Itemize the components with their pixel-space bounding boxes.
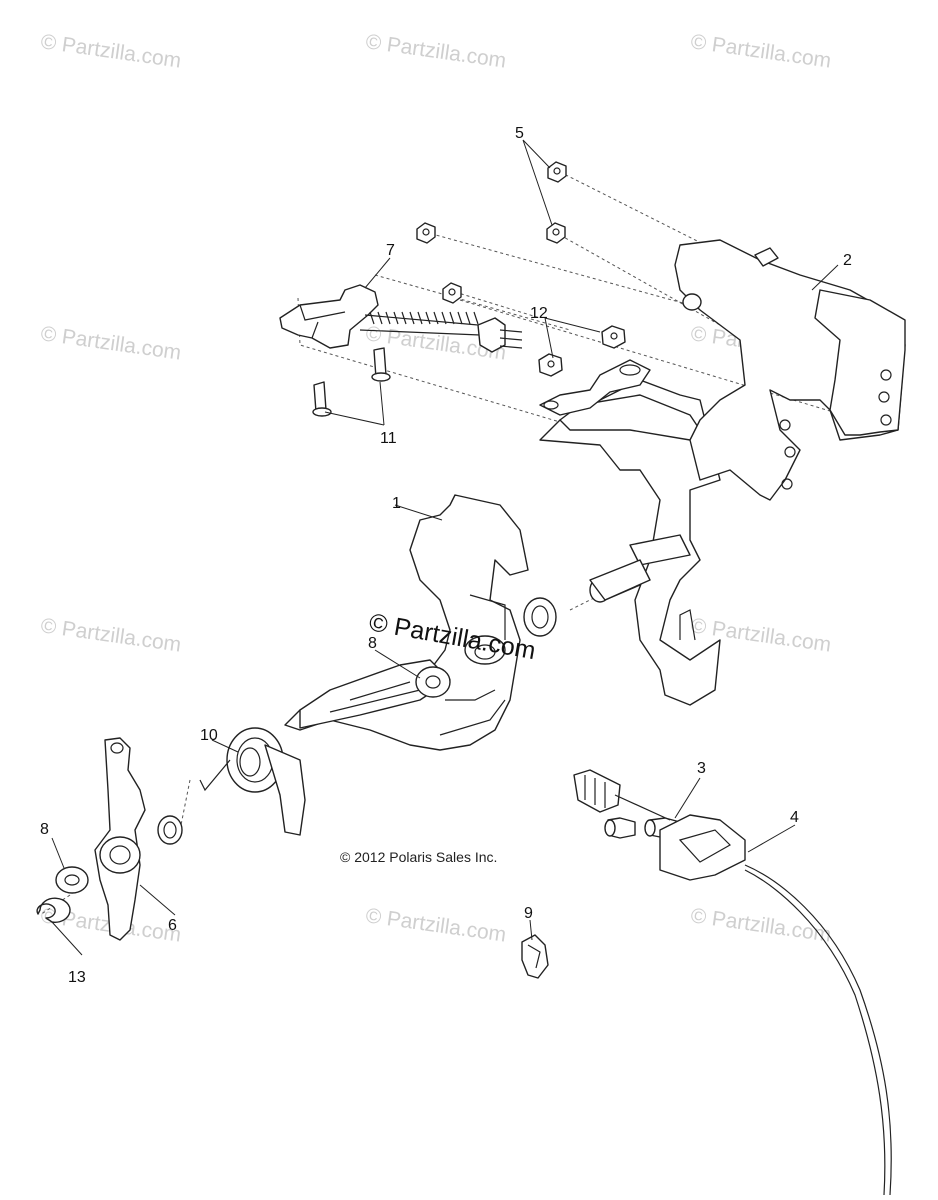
spring-part-10 [199, 727, 306, 836]
callout-9: 9 [524, 905, 533, 922]
lever-part-6 [94, 737, 146, 941]
flange-nut-part-12 [538, 325, 626, 377]
leader-lines [51, 139, 839, 956]
watermark-text: © Partzilla.com [364, 904, 507, 946]
spring-coil [369, 311, 479, 325]
copyright-text: © 2012 Polaris Sales Inc. [340, 849, 497, 865]
callout-4: 4 [790, 809, 799, 826]
callout-6: 6 [168, 917, 177, 934]
callout-3: 3 [697, 760, 706, 777]
callout-5: 5 [515, 125, 524, 142]
watermark-text: © Partzilla.com [39, 322, 182, 364]
callout-7: 7 [386, 242, 395, 259]
nut-part-5 [416, 161, 567, 304]
watermark-text: © Partzilla.com [39, 614, 182, 656]
callout-2: 2 [843, 252, 852, 269]
clip-part-9 [521, 934, 549, 979]
watermarks: © Partzilla.com © Partzilla.com © Partzi… [39, 30, 832, 946]
pin-part-11 [312, 347, 391, 417]
bracket-part-2 [539, 239, 906, 706]
pedal-part-1 [284, 494, 529, 751]
watermark-text: © Partzilla.com [689, 904, 832, 946]
watermark-text: © Partzilla.com [364, 30, 507, 72]
bushing [523, 559, 651, 637]
callout-8-upper: 8 [368, 635, 377, 652]
callout-12: 12 [530, 305, 548, 322]
callout-8-lower: 8 [40, 821, 49, 838]
callouts: 1 2 3 4 5 6 7 8 8 9 10 11 12 13 [40, 125, 852, 986]
callout-11: 11 [380, 430, 397, 447]
small-bushing [157, 815, 183, 845]
callout-1: 1 [392, 495, 401, 512]
washer-part-8-lower [55, 866, 89, 894]
watermark-text: © Partzilla.com [39, 30, 182, 72]
callout-10: 10 [200, 727, 218, 744]
callout-13: 13 [68, 969, 86, 986]
mount-plate [539, 359, 651, 416]
cable-part-4 [573, 769, 892, 1196]
washer-part-8-upper [415, 666, 451, 698]
watermark-text: © Partzilla.com [689, 30, 832, 72]
switch-part-7 [279, 284, 523, 353]
